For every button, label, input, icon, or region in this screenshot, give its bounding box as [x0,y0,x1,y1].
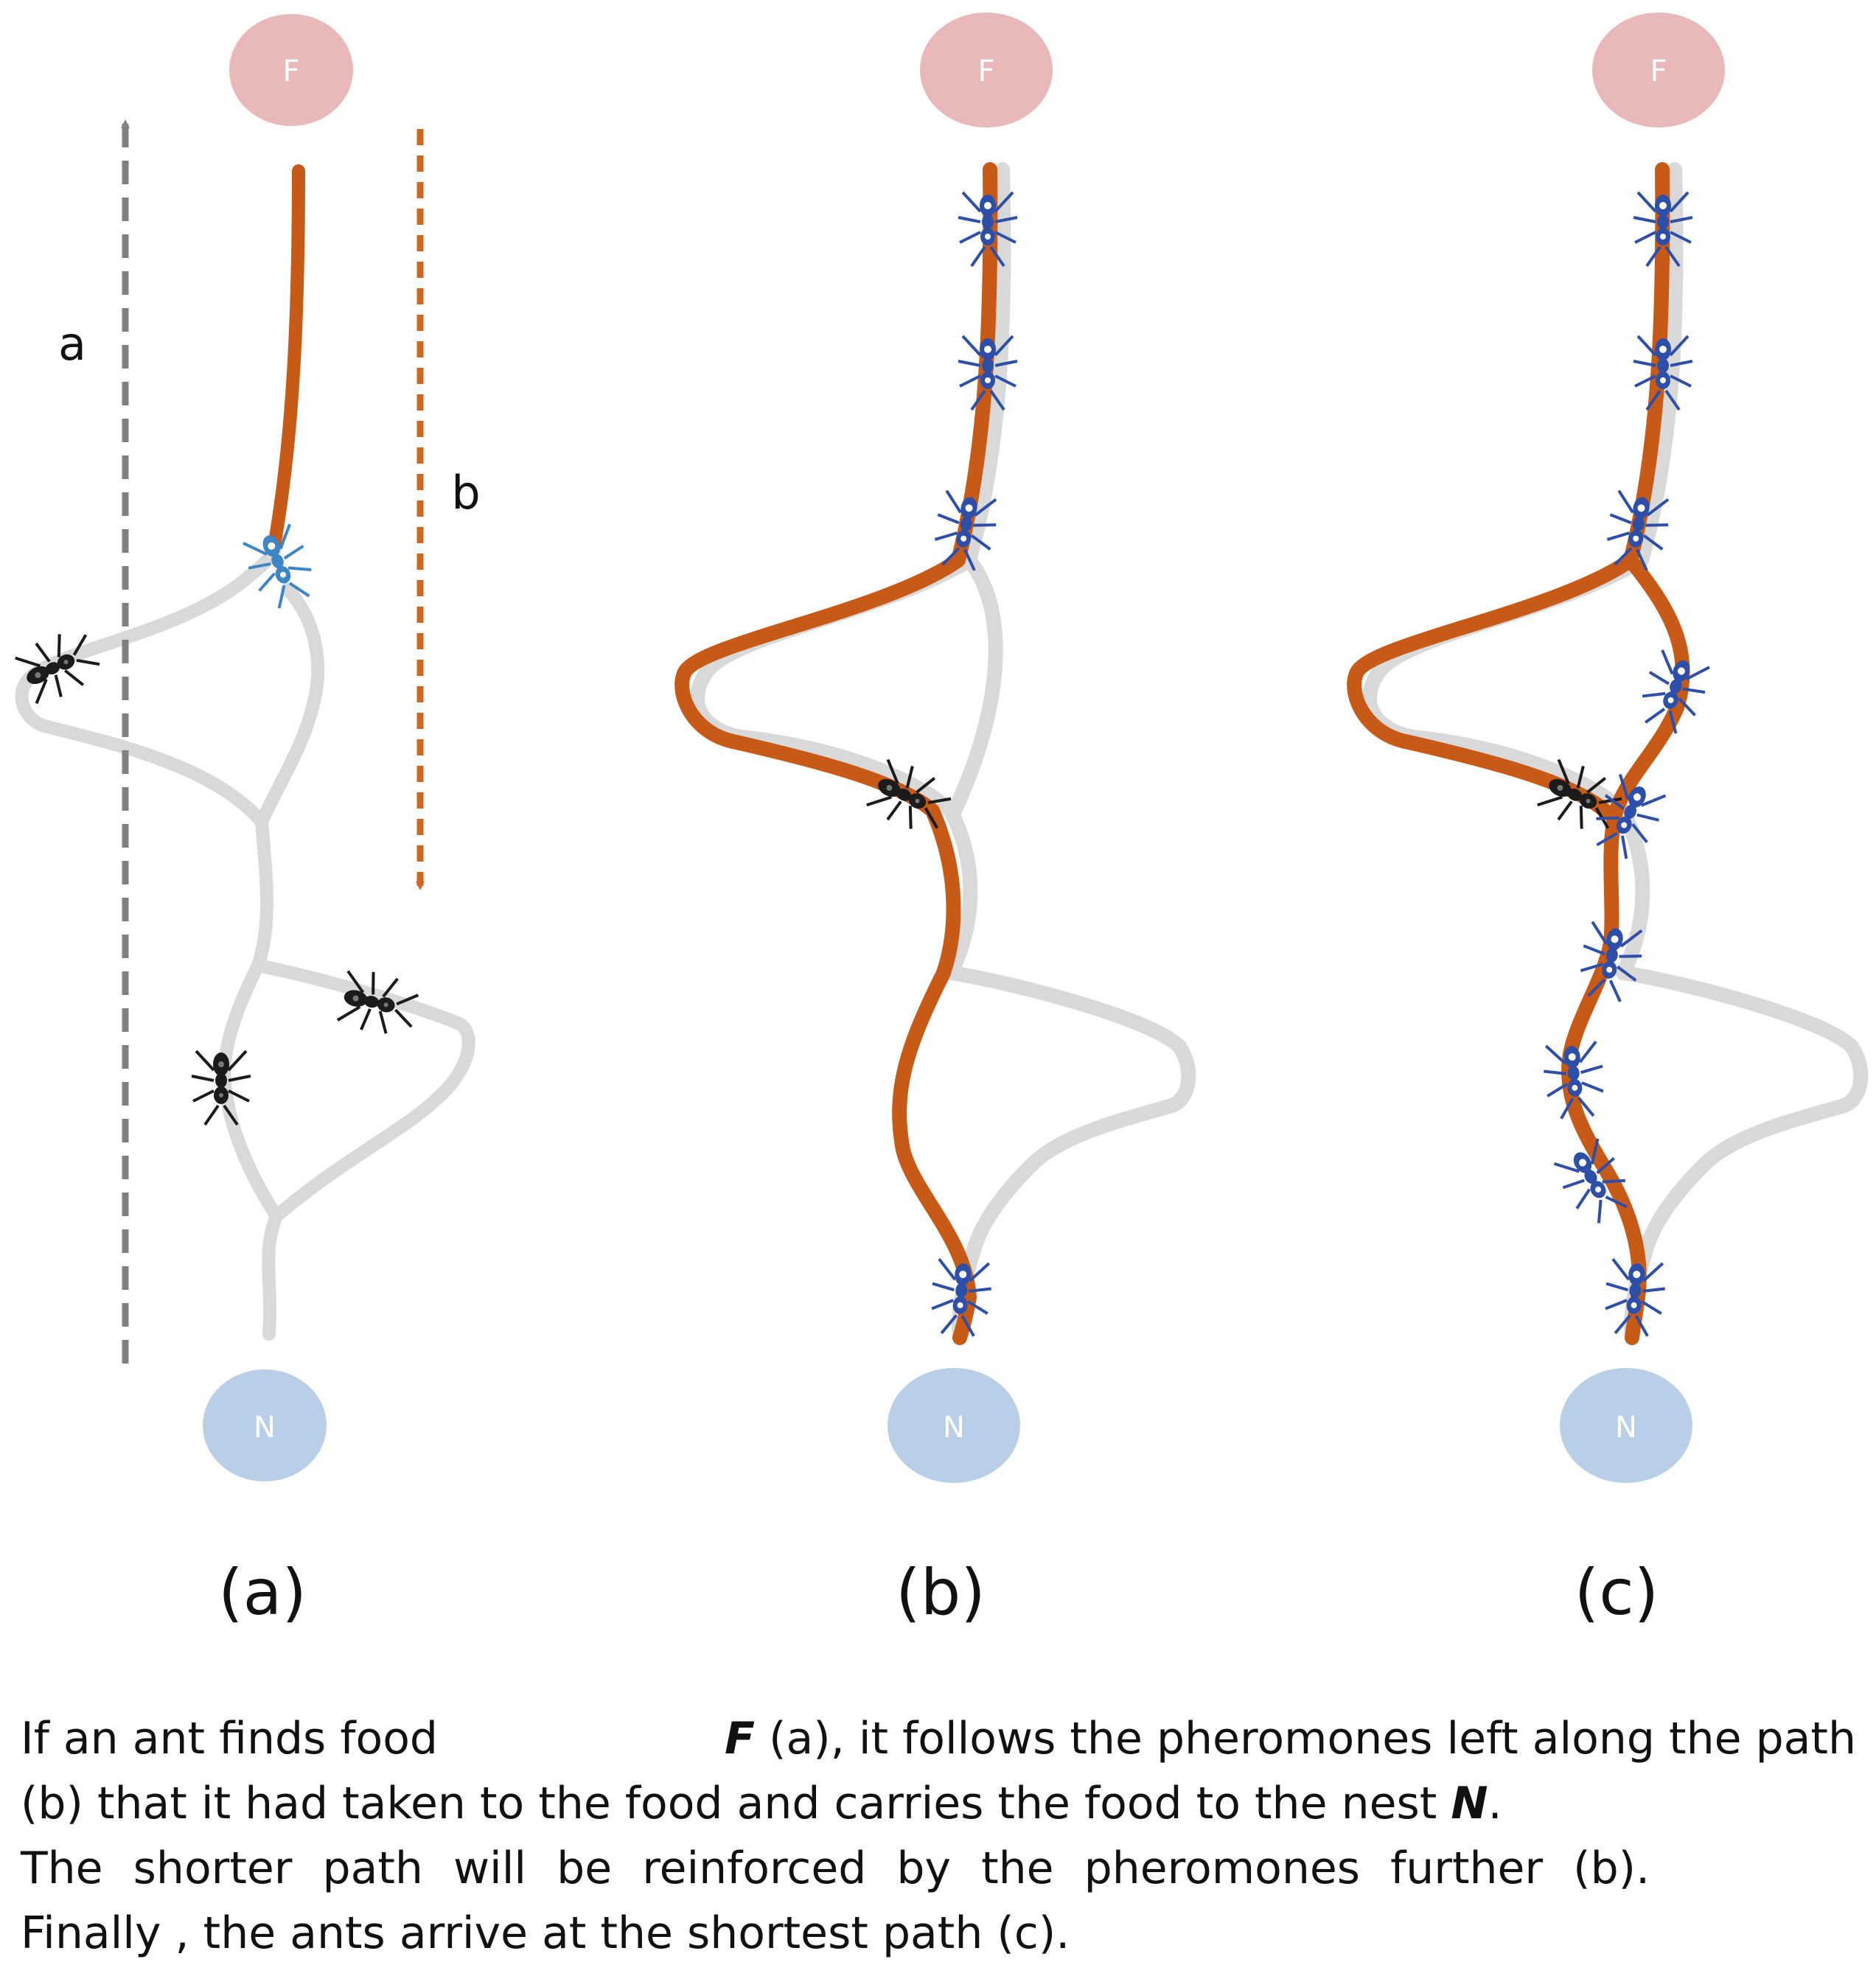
nest-node-c-label: N [1615,1411,1637,1445]
panel-label-b: (b) [896,1556,986,1630]
nest-node-b-label: N [943,1411,965,1445]
caption-line-1-post: (a), it follows the pheromones left alon… [769,1713,1856,1764]
caption-line-2-post: . [1488,1778,1502,1829]
food-node-a [229,14,353,126]
figure-caption: If an ant finds food F (a), it follows t… [21,1706,1856,1966]
caption-line-3: The shorter path will be reinforced by t… [21,1843,1650,1894]
caption-nest-symbol: N [1451,1778,1488,1829]
panel-label-c: (c) [1575,1556,1659,1630]
nest-node-a-label: N [254,1411,276,1445]
arrow-up-label: a [58,317,86,371]
pheromone-trail-b [674,162,998,1345]
caption-food-symbol: F [725,1713,756,1764]
food-node-b-label: F [977,55,994,88]
nest-node-c [1560,1368,1692,1483]
panel-c: F N (c) [1347,13,1869,1630]
panel-a: F N a b (a) [12,14,481,1630]
caption-line-2: (b) that it had taken to the food and ca… [21,1771,1856,1836]
ant-icon-returning-c4 [1631,646,1715,740]
food-node-c [1592,13,1725,128]
food-node-a-label: F [282,55,299,88]
pheromone-trail-a [268,164,305,552]
caption-line-2-pre: (b) that it had taken to the food and ca… [21,1778,1437,1829]
food-node-c-label: F [1650,55,1667,88]
food-node-b [920,13,1053,128]
caption-line-4: Finally , the ants arrive at the shortes… [21,1907,1070,1959]
caption-line-1-pre: If an ant finds food [21,1713,439,1764]
ant-colony-diagram: F N a b (a) F N [12,13,1869,1630]
trail-network-a [15,531,475,1341]
arrow-down-label: b [451,466,480,520]
panel-label-a: (a) [218,1556,307,1630]
caption-line-1: If an ant finds food F (a), it follows t… [21,1706,1856,1771]
ant-icon-exploring-a3 [190,1050,252,1126]
nest-node-b [888,1368,1020,1483]
nest-node-a [203,1369,327,1481]
panel-b: F N (b) [674,13,1196,1630]
